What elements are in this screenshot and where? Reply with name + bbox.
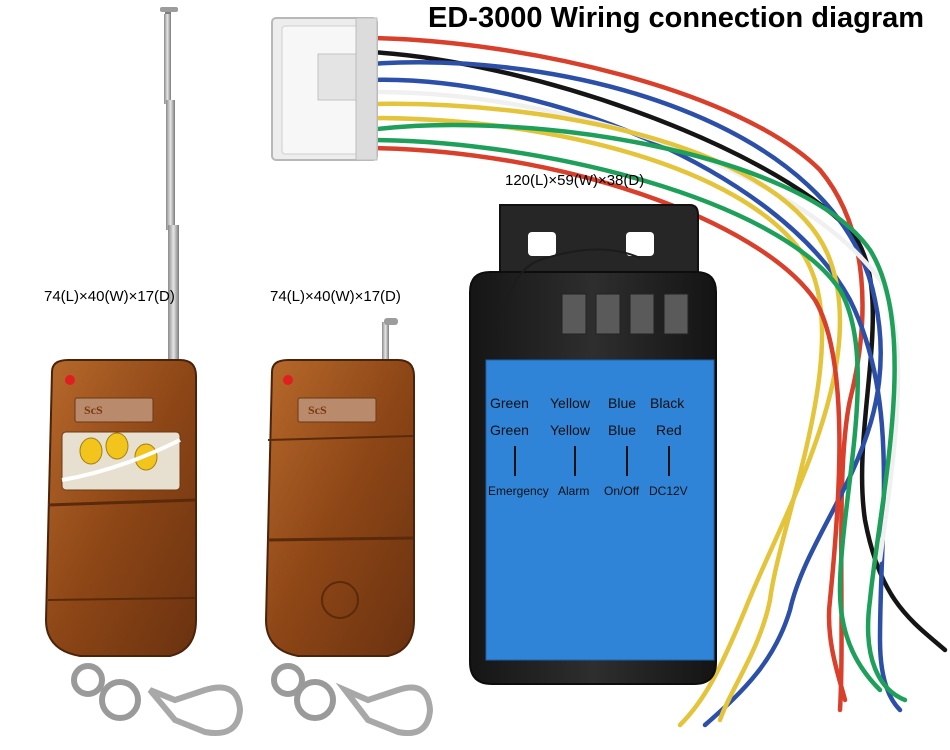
telescopic-antenna bbox=[160, 7, 179, 365]
keychain-left bbox=[71, 663, 244, 736]
connector-plug bbox=[271, 17, 378, 161]
label-row2-col1: Green bbox=[490, 422, 529, 438]
function-alarm: Alarm bbox=[558, 484, 590, 498]
wire-white bbox=[367, 89, 901, 563]
remote-control-short-antenna bbox=[264, 359, 415, 657]
label-tick-3 bbox=[626, 446, 628, 476]
receiver-module bbox=[469, 204, 717, 685]
wire-yellow-2 bbox=[367, 115, 825, 723]
label-row2-col3: Blue bbox=[608, 422, 637, 438]
remote-long-dimensions: 74(L)×40(W)×17(D) bbox=[44, 288, 175, 305]
wire-harness bbox=[367, 35, 948, 728]
diagram-title: ED-3000 Wiring connection diagram bbox=[428, 2, 925, 34]
label-tick-2 bbox=[574, 446, 576, 476]
receiver-label-panel: Green Yellow Blue Black Green Yellow Blu… bbox=[486, 360, 714, 660]
label-row2-col2: Yellow bbox=[550, 422, 590, 438]
wire-blue-1 bbox=[367, 60, 883, 728]
wire-green-2 bbox=[367, 137, 883, 693]
remote-short-dimensions: 74(L)×40(W)×17(D) bbox=[270, 288, 401, 305]
label-tick-1 bbox=[514, 446, 516, 476]
function-on-off: On/Off bbox=[604, 484, 640, 498]
remote-logo-left: ScS bbox=[84, 403, 103, 417]
label-row1-col4: Black bbox=[650, 395, 685, 411]
function-emergency: Emergency bbox=[488, 484, 549, 498]
wire-yellow-1 bbox=[367, 101, 843, 728]
label-tick-4 bbox=[668, 446, 670, 476]
wire-green-1 bbox=[367, 122, 908, 703]
wire-blue-2 bbox=[367, 77, 903, 713]
remote-control-long-antenna bbox=[44, 359, 197, 657]
receiver-dimensions: 120(L)×59(W)×38(D) bbox=[505, 172, 645, 189]
keychain-right bbox=[271, 663, 434, 736]
short-antenna bbox=[382, 318, 398, 364]
wire-red-2 bbox=[367, 145, 848, 703]
function-dc12v: DC12V bbox=[649, 484, 688, 498]
label-row1-col2: Yellow bbox=[550, 395, 590, 411]
remote-logo-right: ScS bbox=[308, 403, 327, 417]
label-row2-col4: Red bbox=[656, 422, 682, 438]
label-row1-col3: Blue bbox=[608, 395, 637, 411]
label-row1-col1: Green bbox=[490, 395, 529, 411]
